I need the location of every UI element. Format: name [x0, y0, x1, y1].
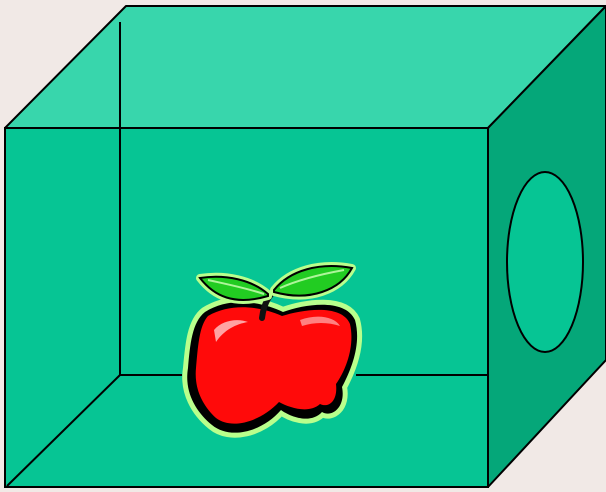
box-side-hole	[507, 172, 583, 352]
apple	[187, 266, 357, 433]
